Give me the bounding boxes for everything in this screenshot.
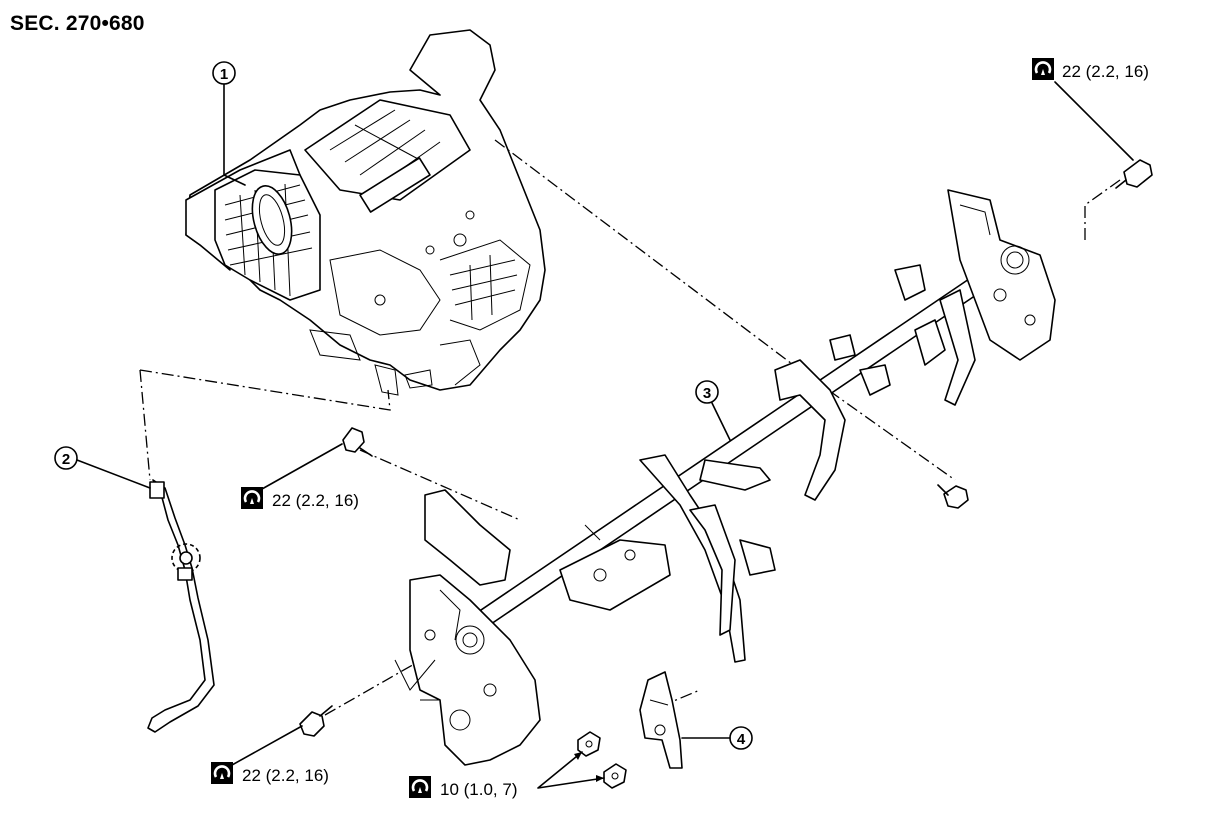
torque-spec-bottom-center: 10 (1.0, 7) (407, 751, 605, 800)
heater-cooling-unit (185, 29, 546, 396)
torque-value-bottom-center: 10 (1.0, 7) (440, 780, 518, 799)
nut-icon (577, 731, 601, 757)
torque-value-top-right: 22 (2.2, 16) (1062, 62, 1149, 81)
bolt-icon (937, 484, 969, 509)
torque-wrench-icon (407, 774, 433, 800)
callout-1: 1 (212, 61, 246, 186)
torque-spec-bottom-left: 22 (2.2, 16) (209, 725, 329, 786)
torque-spec-top-right: 22 (2.2, 16) (1030, 56, 1149, 161)
callout-2-number: 2 (62, 451, 70, 468)
torque-wrench-icon (239, 485, 265, 511)
support-bracket (639, 671, 683, 769)
torque-value-middle-left: 22 (2.2, 16) (272, 491, 359, 510)
callout-4: 4 (681, 726, 753, 750)
section-code: SEC. 270•680 (10, 12, 145, 35)
callout-1-number: 1 (220, 66, 228, 83)
steering-member (394, 189, 1056, 766)
callout-4-number: 4 (737, 731, 746, 748)
bolt-icon (1115, 159, 1153, 189)
callout-2: 2 (54, 446, 151, 489)
callout-3: 3 (695, 380, 731, 441)
bolt-icon (299, 705, 333, 737)
torque-wrench-icon (1030, 56, 1056, 82)
nut-icon (603, 763, 627, 789)
torque-wrench-icon (209, 760, 235, 786)
callout-3-number: 3 (703, 385, 711, 402)
torque-spec-middle-left: 22 (2.2, 16) (239, 443, 359, 511)
bolt-icon (342, 427, 373, 457)
drain-hose (147, 479, 215, 733)
torque-value-bottom-left: 22 (2.2, 16) (242, 766, 329, 785)
